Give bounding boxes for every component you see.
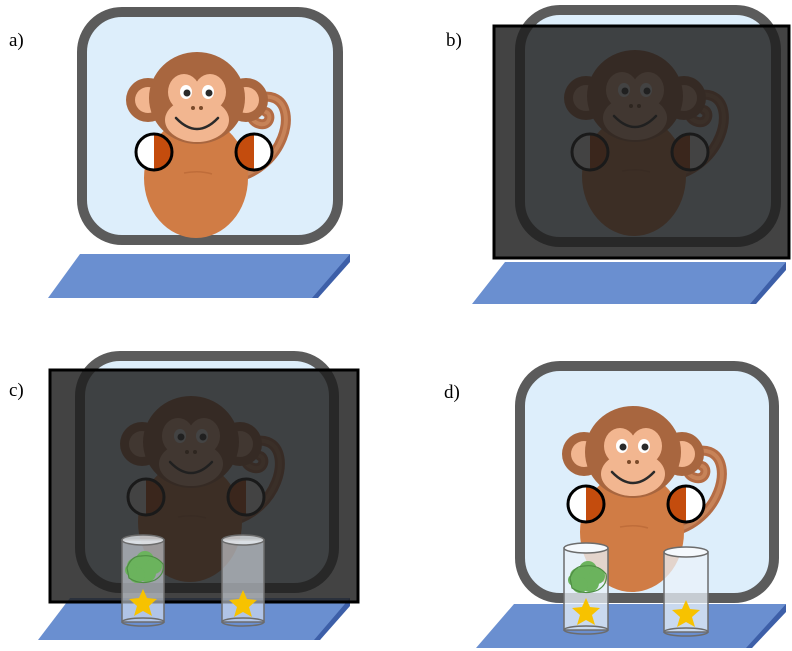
platform-edge <box>750 262 786 304</box>
panel-a: a) <box>9 7 350 298</box>
platform-edge <box>314 598 350 640</box>
platform <box>472 262 786 304</box>
screen-cover <box>492 24 791 260</box>
panel-a-label: a) <box>9 30 24 51</box>
platform <box>38 598 350 640</box>
platform <box>48 254 350 298</box>
panel-c: c) <box>9 351 360 640</box>
cylinder-icon <box>663 546 709 637</box>
panel-c-label: c) <box>9 380 24 401</box>
panel-d-label: d) <box>444 382 460 403</box>
screen-cover <box>48 368 360 604</box>
panel-b-label: b) <box>446 30 462 51</box>
panel-d: d) <box>444 361 786 648</box>
platform-edge <box>746 604 786 648</box>
platform <box>476 604 786 648</box>
platform-edge <box>312 254 350 298</box>
cylinder-icon <box>221 534 265 627</box>
panel-b: b) <box>446 5 791 304</box>
